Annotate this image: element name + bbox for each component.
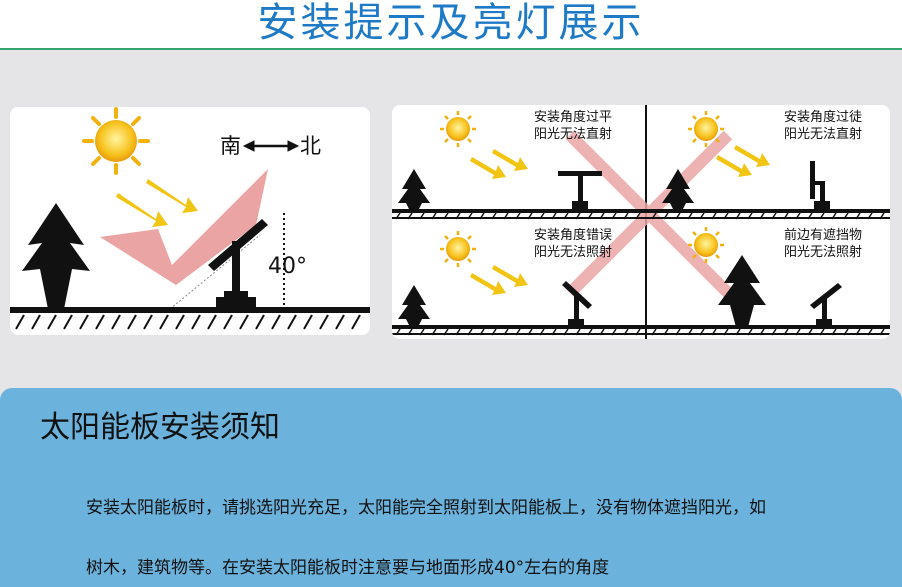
solar-panel-icon xyxy=(558,171,602,209)
angle-label: 40° xyxy=(268,254,307,279)
sun-icon xyxy=(440,111,476,147)
tree-icon xyxy=(718,255,766,327)
panel-label-line2: 阳光无法照射 xyxy=(534,244,612,260)
install-notice-section: 太阳能板安装须知 安装太阳能板时，请挑选阳光充足，太阳能完全照射到太阳能板上，没… xyxy=(0,388,902,587)
tree-icon xyxy=(662,169,694,211)
sunlight-arrows-icon xyxy=(470,265,528,295)
sun-icon xyxy=(688,227,724,263)
correct-install-card: 南 北 40° xyxy=(10,107,370,335)
solar-panel-icon xyxy=(208,219,268,307)
sunlight-arrows-icon xyxy=(470,149,528,179)
panel-too-steep: 安装角度过徒 阳光无法直射 xyxy=(662,109,862,211)
wrong-install-illustration: 安装角度过平 阳光无法直射 xyxy=(392,105,890,339)
compass-south-label: 南 xyxy=(220,134,241,158)
panel-label-line2: 阳光无法直射 xyxy=(534,126,612,142)
panel-label-line1: 安装角度过徒 xyxy=(784,109,862,125)
wrong-install-card: 安装角度过平 阳光无法直射 xyxy=(392,105,890,339)
panel-blocked: 前边有遮挡物 阳光无法照射 xyxy=(688,227,862,327)
tree-icon xyxy=(398,285,430,327)
solar-panel-icon xyxy=(562,281,592,327)
page-header: 安装提示及亮灯展示 xyxy=(0,0,902,50)
panel-label-line1: 安装角度过平 xyxy=(534,109,612,125)
ground-icon xyxy=(392,209,890,220)
compass-arrow-icon xyxy=(242,140,300,152)
wrong-cross-icon xyxy=(565,130,733,298)
tree-icon xyxy=(22,203,90,309)
panel-label-line1: 安装角度错误 xyxy=(534,227,612,243)
tree-icon xyxy=(398,169,430,211)
sun-icon xyxy=(688,111,724,147)
panel-label-line1: 前边有遮挡物 xyxy=(784,227,862,243)
panel-too-flat: 安装角度过平 阳光无法直射 xyxy=(398,109,612,211)
solar-panel-icon xyxy=(810,161,830,209)
ground-icon xyxy=(392,325,890,336)
checkmark-icon xyxy=(100,169,268,285)
compass-north-label: 北 xyxy=(300,134,321,158)
ground-icon xyxy=(10,307,370,330)
notice-title: 太阳能板安装须知 xyxy=(40,410,280,445)
panel-label-line2: 阳光无法直射 xyxy=(784,126,862,142)
notice-text-line1: 安装太阳能板时，请挑选阳光充足，太阳能完全照射到太阳能板上，没有物体遮挡阳光，如 xyxy=(86,498,766,518)
sun-icon xyxy=(82,107,150,175)
panel-label-line2: 阳光无法照射 xyxy=(784,244,862,260)
solar-panel-icon xyxy=(810,283,842,327)
sun-icon xyxy=(440,231,476,267)
notice-text-line2: 树木，建筑物等。在安装太阳能板时注意要与地面形成40°左右的角度 xyxy=(86,558,610,578)
correct-install-illustration: 南 北 40° xyxy=(10,107,370,330)
page-title: 安装提示及亮灯展示 xyxy=(257,0,645,46)
sunlight-arrows-icon xyxy=(716,145,770,177)
panel-wrong-angle: 安装角度错误 阳光无法照射 xyxy=(398,227,612,327)
sunlight-arrows-icon xyxy=(116,179,198,227)
